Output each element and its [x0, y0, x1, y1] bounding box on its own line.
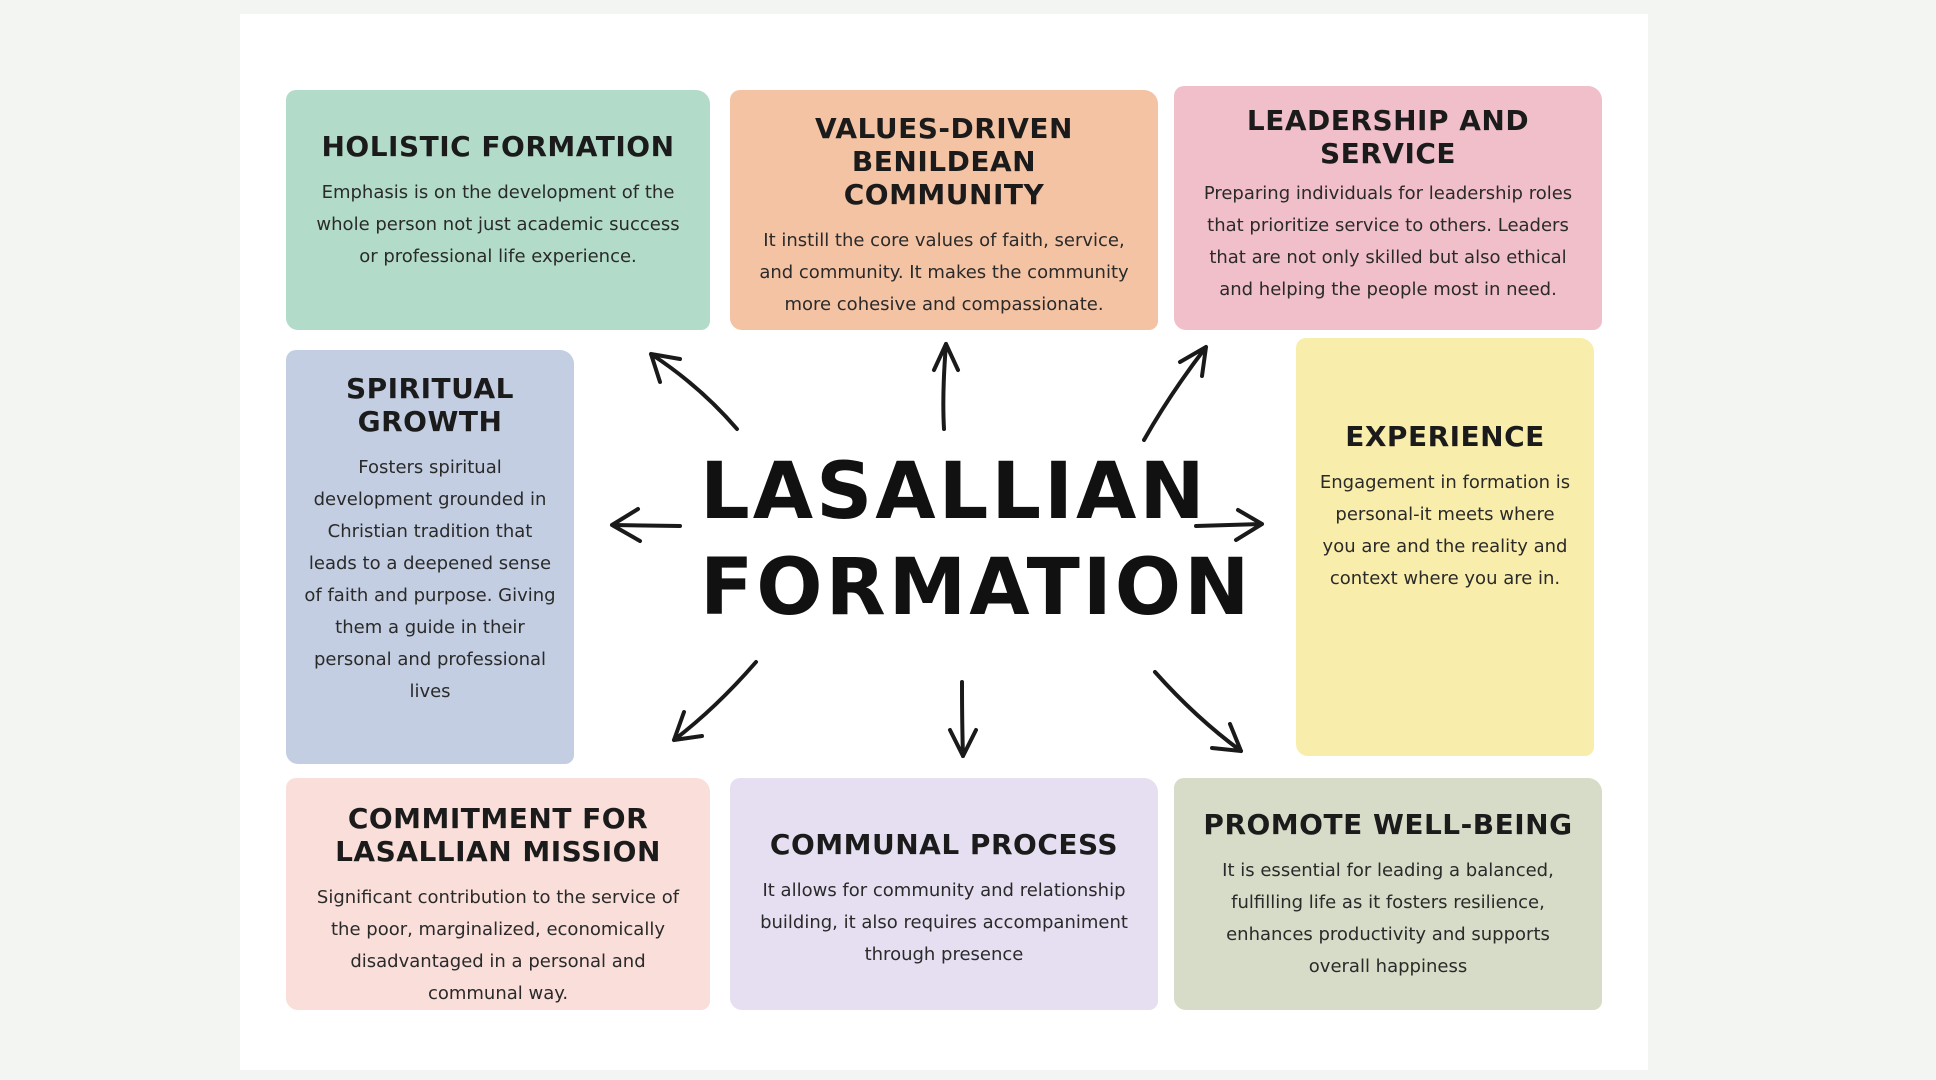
arrow-down-right — [1153, 670, 1243, 753]
center-title: LASALLIAN FORMATION — [700, 444, 1253, 636]
card-text: Significant contribution to the service … — [316, 887, 680, 1004]
card-leadership-service: LEADERSHIP AND SERVICE Preparing individ… — [1174, 86, 1602, 330]
card-title: COMMITMENT FOR LASALLIAN MISSION — [335, 802, 661, 868]
arrow-down-left — [672, 660, 758, 742]
card-promote-wellbeing: PROMOTE WELL-BEING It is essential for l… — [1174, 778, 1602, 1010]
arrow-up — [932, 342, 960, 431]
card-text: Emphasis is on the development of the wh… — [316, 182, 680, 267]
card-experience: EXPERIENCE Engagement in formation is pe… — [1296, 338, 1594, 756]
center-title-line2: FORMATION — [700, 543, 1253, 633]
arrow-right — [1194, 508, 1264, 542]
card-values-driven: VALUES-DRIVEN BENILDEAN COMMUNITY It ins… — [730, 90, 1158, 330]
card-title: VALUES-DRIVEN BENILDEAN COMMUNITY — [815, 112, 1073, 211]
arrow-down — [948, 680, 978, 758]
card-spiritual-growth: SPIRITUAL GROWTH Fosters spiritual devel… — [286, 350, 574, 764]
card-text: It allows for community and relationship… — [760, 880, 1128, 965]
card-text: It is essential for leading a balanced, … — [1222, 860, 1554, 977]
card-text: Engagement in formation is personal-it m… — [1319, 472, 1571, 589]
card-title: EXPERIENCE — [1345, 420, 1545, 453]
card-text: It instill the core values of faith, ser… — [759, 230, 1129, 315]
arrows — [610, 342, 1264, 758]
card-title: HOLISTIC FORMATION — [321, 130, 675, 163]
card-text: Preparing individuals for leadership rol… — [1203, 183, 1573, 300]
card-text: Fosters spiritual development grounded i… — [304, 457, 556, 702]
arrow-up-right — [1142, 345, 1208, 442]
card-title: COMMUNAL PROCESS — [769, 828, 1119, 861]
card-title: SPIRITUAL GROWTH — [345, 372, 515, 438]
card-commitment-mission: COMMITMENT FOR LASALLIAN MISSION Signifi… — [286, 778, 710, 1010]
arrow-up-left — [649, 352, 739, 431]
diagram-canvas: HOLISTIC FORMATION Emphasis is on the de… — [240, 14, 1648, 1070]
card-title: LEADERSHIP AND SERVICE — [1246, 104, 1530, 170]
arrow-left — [610, 507, 682, 543]
card-title: PROMOTE WELL-BEING — [1203, 808, 1573, 841]
card-communal-process: COMMUNAL PROCESS It allows for community… — [730, 778, 1158, 1010]
card-holistic-formation: HOLISTIC FORMATION Emphasis is on the de… — [286, 90, 710, 330]
center-title-line1: LASALLIAN — [700, 447, 1208, 537]
